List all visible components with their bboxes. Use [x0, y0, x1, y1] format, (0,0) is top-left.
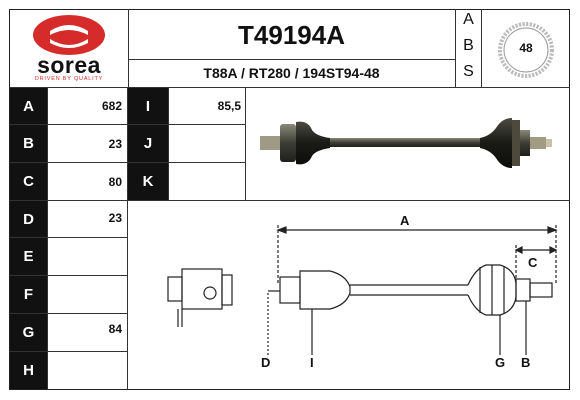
diagram-label-i: I — [310, 355, 314, 370]
diagram-label-c: C — [528, 255, 538, 270]
diagram-label-b: B — [521, 355, 531, 370]
spec-letter-h: H — [10, 352, 47, 389]
spec-letter-f: F — [10, 276, 47, 313]
diagram-label-a: A — [400, 213, 410, 228]
abs-teeth-count: 48 — [519, 41, 533, 55]
drive-shaft-diagram: A C D I G B — [150, 205, 570, 385]
diagram-label-g: G — [495, 355, 506, 370]
drive-shaft-photo — [250, 100, 570, 190]
abs-gear-ring-icon — [498, 22, 554, 78]
spec-letter-e: E — [10, 238, 47, 275]
reference-numbers: T88A / RT280 / 194ST94-48 — [203, 65, 380, 81]
abs-letter-s: S — [463, 63, 474, 80]
spec-letter-a: A — [10, 88, 47, 124]
spec-value-c: 80 — [108, 174, 122, 189]
spec-sheet — [9, 9, 570, 390]
brand-logo: sorea DRIVEN BY QUALITY — [10, 10, 128, 84]
spec-letter-d: D — [10, 201, 47, 237]
spec-value-i: 85,5 — [217, 99, 241, 113]
abs-gear-ring: 48 — [496, 20, 556, 80]
abs-letter-a: A — [463, 11, 474, 28]
brand-name: sorea — [37, 52, 101, 78]
spec-letter-b: B — [10, 125, 47, 162]
spec-letter-c: C — [10, 163, 47, 200]
spec-letter-k: K — [128, 163, 168, 200]
spec-value-k — [169, 163, 241, 200]
sorea-logo-icon — [33, 15, 105, 55]
spec-value-b: 23 — [108, 136, 122, 151]
diagram-label-d: D — [261, 355, 271, 370]
spec-letter-j: J — [128, 125, 168, 162]
spec-value-a: 682 — [101, 99, 122, 113]
spec-value-d: 23 — [108, 211, 122, 225]
spec-value-j — [169, 125, 241, 162]
spec-letter-g: G — [10, 314, 47, 351]
abs-letter-b: B — [463, 37, 474, 54]
spec-value-f — [48, 276, 122, 313]
brand-tagline: DRIVEN BY QUALITY — [34, 76, 104, 82]
spec-value-e — [48, 238, 122, 275]
spec-value-g: 84 — [108, 322, 122, 336]
spec-value-h — [48, 352, 122, 389]
part-number: T49194A — [238, 20, 345, 50]
spec-letter-i: I — [128, 88, 168, 124]
